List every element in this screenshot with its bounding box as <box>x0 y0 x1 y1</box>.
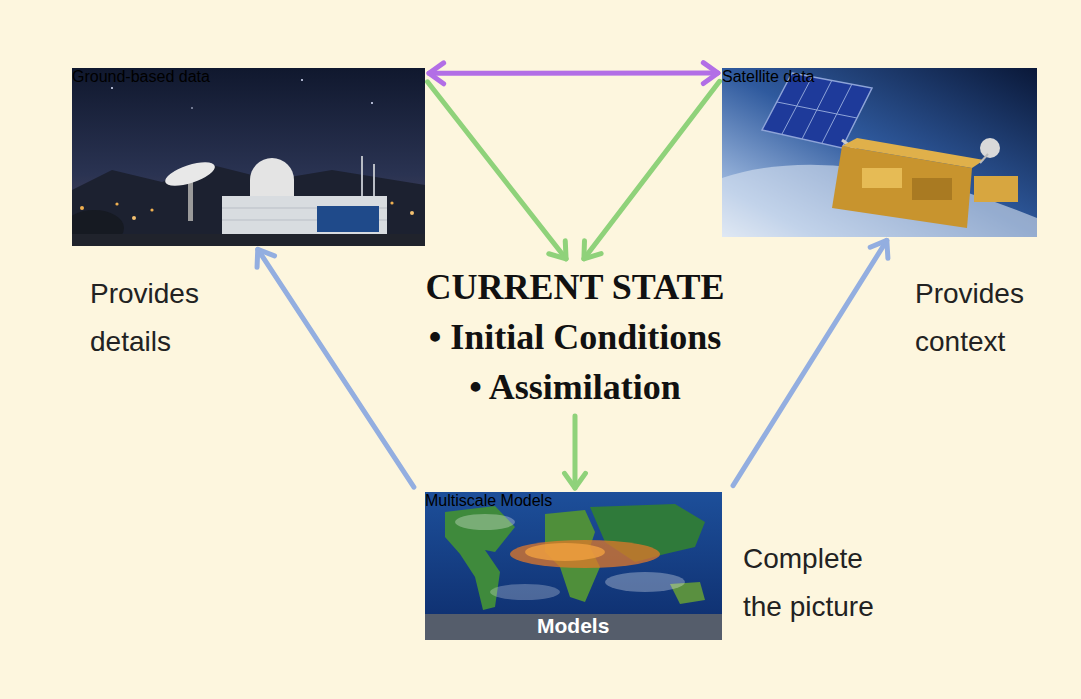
arrow-line <box>429 71 718 76</box>
arrow-line <box>258 249 414 487</box>
flow-arrow <box>733 240 888 485</box>
current-state-block: CURRENT STATE• Initial Conditions• Assim… <box>413 262 737 412</box>
arrow-head <box>549 241 566 259</box>
arrow-head <box>257 249 274 267</box>
flow-arrow <box>584 81 720 259</box>
arrow-head <box>703 63 718 84</box>
arrow-line <box>427 82 566 259</box>
arrow-line <box>584 81 720 259</box>
flow-arrow <box>565 416 586 488</box>
arrow-line <box>733 240 887 485</box>
flow-arrow <box>427 82 566 259</box>
state-text: • Assimilation <box>413 362 737 412</box>
arrow-head <box>584 241 601 259</box>
satellite-photo <box>722 68 1037 237</box>
state-text: CURRENT STATE <box>413 262 737 312</box>
arrow-line <box>572 416 577 488</box>
note-label: Provides details <box>90 270 212 366</box>
image-caption: Models <box>537 614 609 637</box>
satellite-photo-box: Satellite data <box>722 68 1037 237</box>
note-label: Complete the picture <box>743 535 903 631</box>
flow-arrow <box>257 249 414 487</box>
ground-station-photo <box>72 68 425 246</box>
arrow-head <box>565 473 586 488</box>
arrow-head <box>870 240 888 258</box>
models-map-box: Models Multiscale Models <box>425 492 722 640</box>
state-text: • Initial Conditions <box>413 312 737 362</box>
note-label: Provides context <box>915 270 1065 366</box>
arrow-head <box>429 63 444 84</box>
section-heading: Ground-based data <box>72 68 425 86</box>
section-heading: Satellite data <box>722 68 1037 86</box>
section-heading: Multiscale Models <box>425 492 722 510</box>
ground-photo-box: Ground-based data <box>72 68 425 246</box>
flow-arrow <box>429 63 718 84</box>
